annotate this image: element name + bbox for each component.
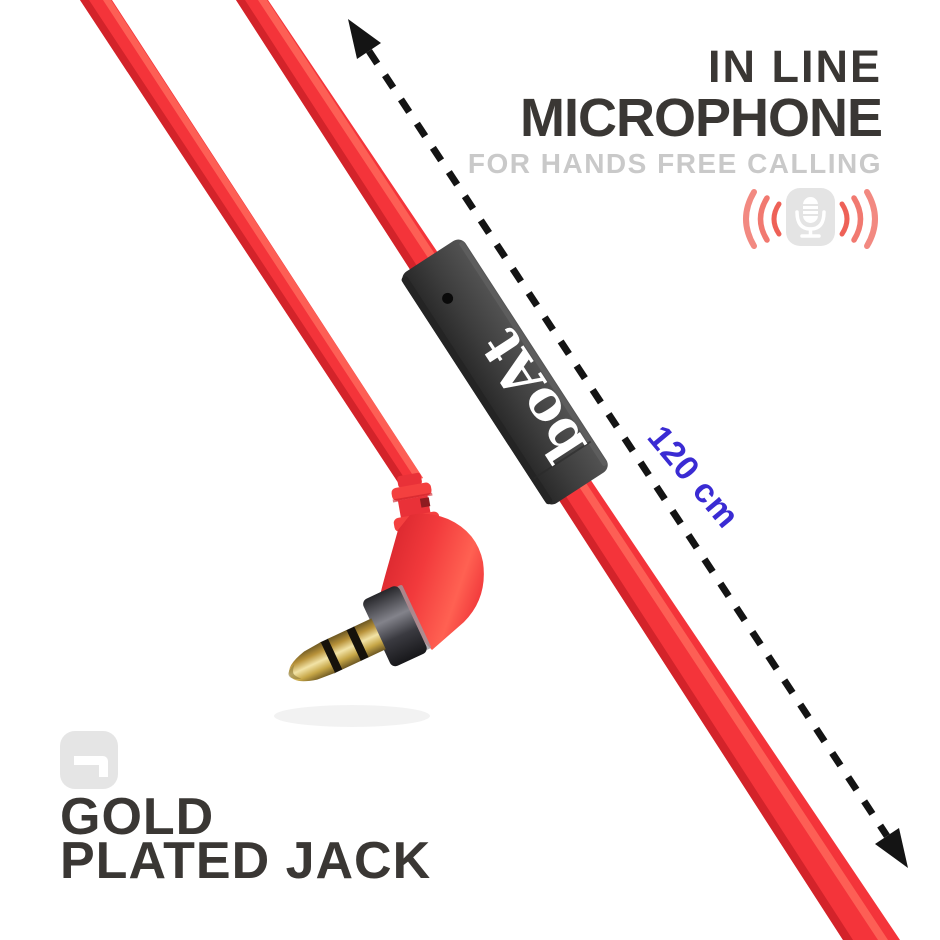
audio-jack (288, 472, 484, 682)
jack-plug-icon (60, 731, 118, 789)
gold-jack-line1: GOLD (60, 788, 215, 846)
microphone-glyph (795, 197, 826, 238)
sound-waves-right-icon (839, 189, 878, 249)
jack-shadow (274, 705, 430, 727)
gold-jack-headline: GOLD PLATED JACK (60, 788, 432, 890)
jack-collar (363, 585, 431, 667)
sound-waves-left-icon (743, 189, 782, 249)
gold-jack-line2: PLATED JACK (60, 832, 432, 890)
cable-to-jack (80, 0, 423, 484)
inline-mic-headline: IN LINE MICROPHONE FOR HANDS FREE CALLIN… (467, 41, 883, 179)
mic-hole (442, 292, 454, 304)
headline-line1: IN LINE (707, 41, 882, 92)
headline-line2: MICROPHONE (519, 88, 883, 148)
headline-subtitle: FOR HANDS FREE CALLING (467, 148, 882, 179)
mic-icon-block (736, 184, 896, 256)
length-arrow (348, 19, 908, 868)
arrow-head-bottom (875, 828, 908, 868)
arrow-head-top (348, 19, 381, 59)
gold-plug (288, 618, 386, 682)
